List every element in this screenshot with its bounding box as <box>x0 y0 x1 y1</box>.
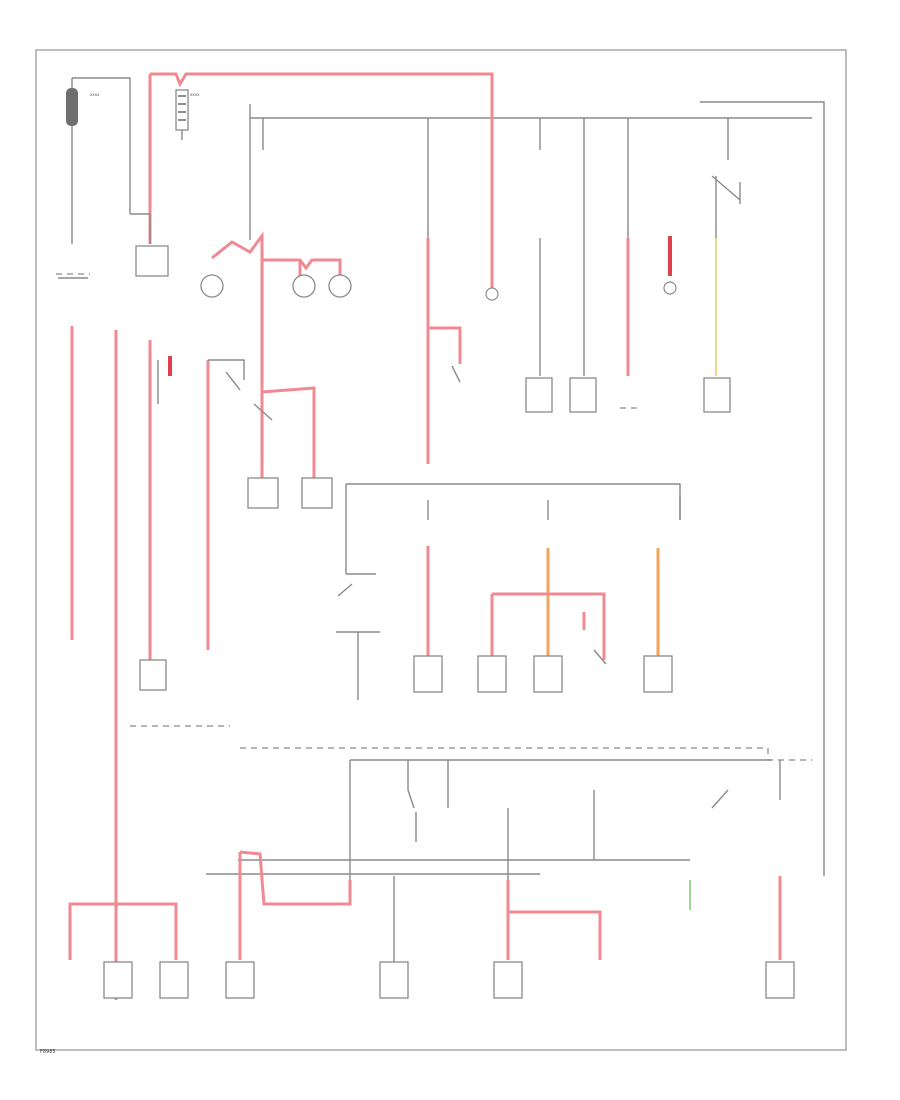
lower-bus <box>206 747 812 880</box>
component-label: xxxx <box>90 92 100 97</box>
mid-bus <box>336 483 681 700</box>
left-branches <box>70 326 245 1000</box>
engine-control-module <box>130 213 169 277</box>
component-label: xxxx <box>190 92 200 97</box>
battery <box>148 72 494 244</box>
center-branches <box>426 175 741 464</box>
figure-code: F8985 <box>40 1049 56 1055</box>
fuses-top-row <box>262 112 729 376</box>
fuse-block-bus <box>249 101 825 876</box>
bottom-row <box>68 850 795 999</box>
compressor-horns <box>200 231 352 509</box>
diagram-frame <box>35 49 847 1051</box>
generator-box <box>56 273 90 279</box>
fusible-link <box>66 77 131 244</box>
